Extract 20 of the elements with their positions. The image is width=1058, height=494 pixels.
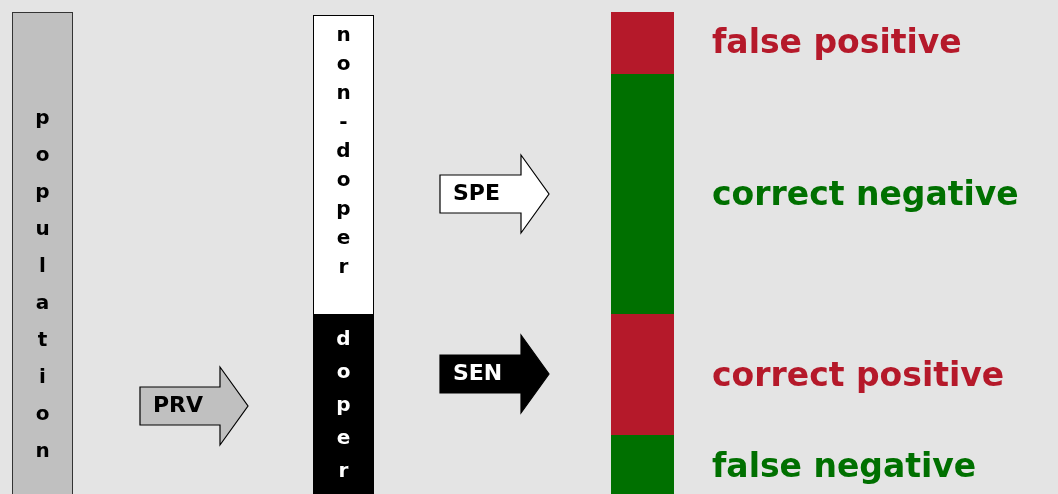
result-bar — [611, 435, 674, 494]
vertical-label: doper — [331, 326, 356, 491]
column-bar — [313, 15, 374, 315]
outcome-label: false positive — [712, 22, 962, 61]
edge-label: SEN — [453, 360, 503, 385]
result-bar — [611, 74, 674, 314]
vertical-label: population — [30, 105, 55, 475]
outcome-label: correct positive — [712, 355, 1005, 394]
outcome-label: correct negative — [712, 174, 1019, 213]
vertical-label: non-doper — [331, 22, 356, 283]
block-arrow — [139, 365, 249, 447]
block-arrow — [439, 153, 550, 235]
outcome-label: false negative — [712, 446, 977, 485]
edge-label: SPE — [453, 180, 500, 205]
block-arrow — [439, 333, 550, 415]
column-bar — [12, 12, 73, 494]
result-bar — [611, 314, 674, 435]
column-bar — [313, 315, 374, 494]
result-bar — [611, 12, 674, 74]
edge-label: PRV — [153, 392, 204, 417]
